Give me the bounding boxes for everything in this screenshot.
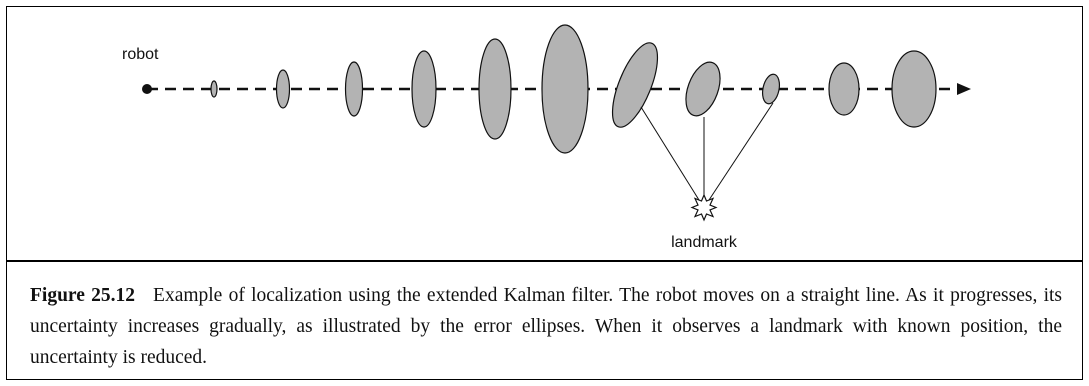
kalman-localization-diagram: robot [122, 24, 971, 251]
observation-line [708, 102, 774, 201]
error-ellipse [344, 61, 364, 117]
observation-lines [640, 102, 774, 201]
caption-text: Example of localization using the extend… [30, 285, 1063, 368]
figure-number: Figure 25.12 [30, 285, 136, 306]
error-ellipse [685, 61, 721, 117]
error-ellipse [761, 73, 781, 105]
error-ellipses [210, 24, 937, 154]
error-ellipse [891, 50, 937, 128]
path-arrowhead [957, 83, 971, 95]
landmark-label: landmark [671, 234, 738, 251]
diagram-panel: robot [7, 7, 1082, 258]
error-ellipse [275, 69, 291, 109]
error-ellipse [828, 62, 860, 116]
error-ellipse [541, 24, 589, 154]
error-ellipse [611, 42, 659, 128]
error-ellipse [478, 38, 512, 140]
caption-divider [7, 260, 1082, 262]
landmark-icon [690, 193, 718, 222]
robot-label: robot [122, 46, 159, 63]
robot-start-dot [142, 84, 152, 94]
error-ellipse [210, 80, 218, 98]
error-ellipse [411, 50, 437, 128]
observation-line [640, 106, 700, 201]
figure-frame: robot [6, 6, 1083, 380]
